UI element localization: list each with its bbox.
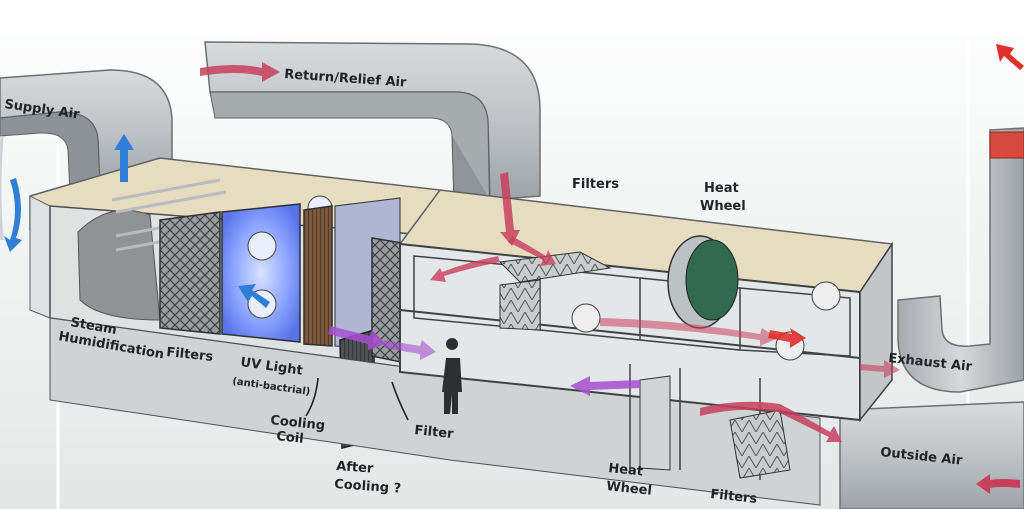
cooling-label: Cooling <box>270 413 326 434</box>
coil-label: Coil <box>276 429 305 447</box>
filters-top-label: Filters <box>572 177 619 192</box>
after-label: After <box>336 459 375 477</box>
heat-wheel-bottom-label-1: Heat <box>608 461 644 480</box>
heat-wheel-bottom-label-2: Wheel <box>606 479 653 499</box>
filter-mid-label: Filter <box>414 423 455 442</box>
filters-left-label: Filters <box>166 345 215 365</box>
heat-wheel-top-label-1: Heat <box>704 181 739 196</box>
filters-bottom-label: Filters <box>710 487 759 507</box>
heat-wheel-top-label-2: Wheel <box>700 199 746 214</box>
cooling-question-label: Cooling ? <box>334 477 402 497</box>
